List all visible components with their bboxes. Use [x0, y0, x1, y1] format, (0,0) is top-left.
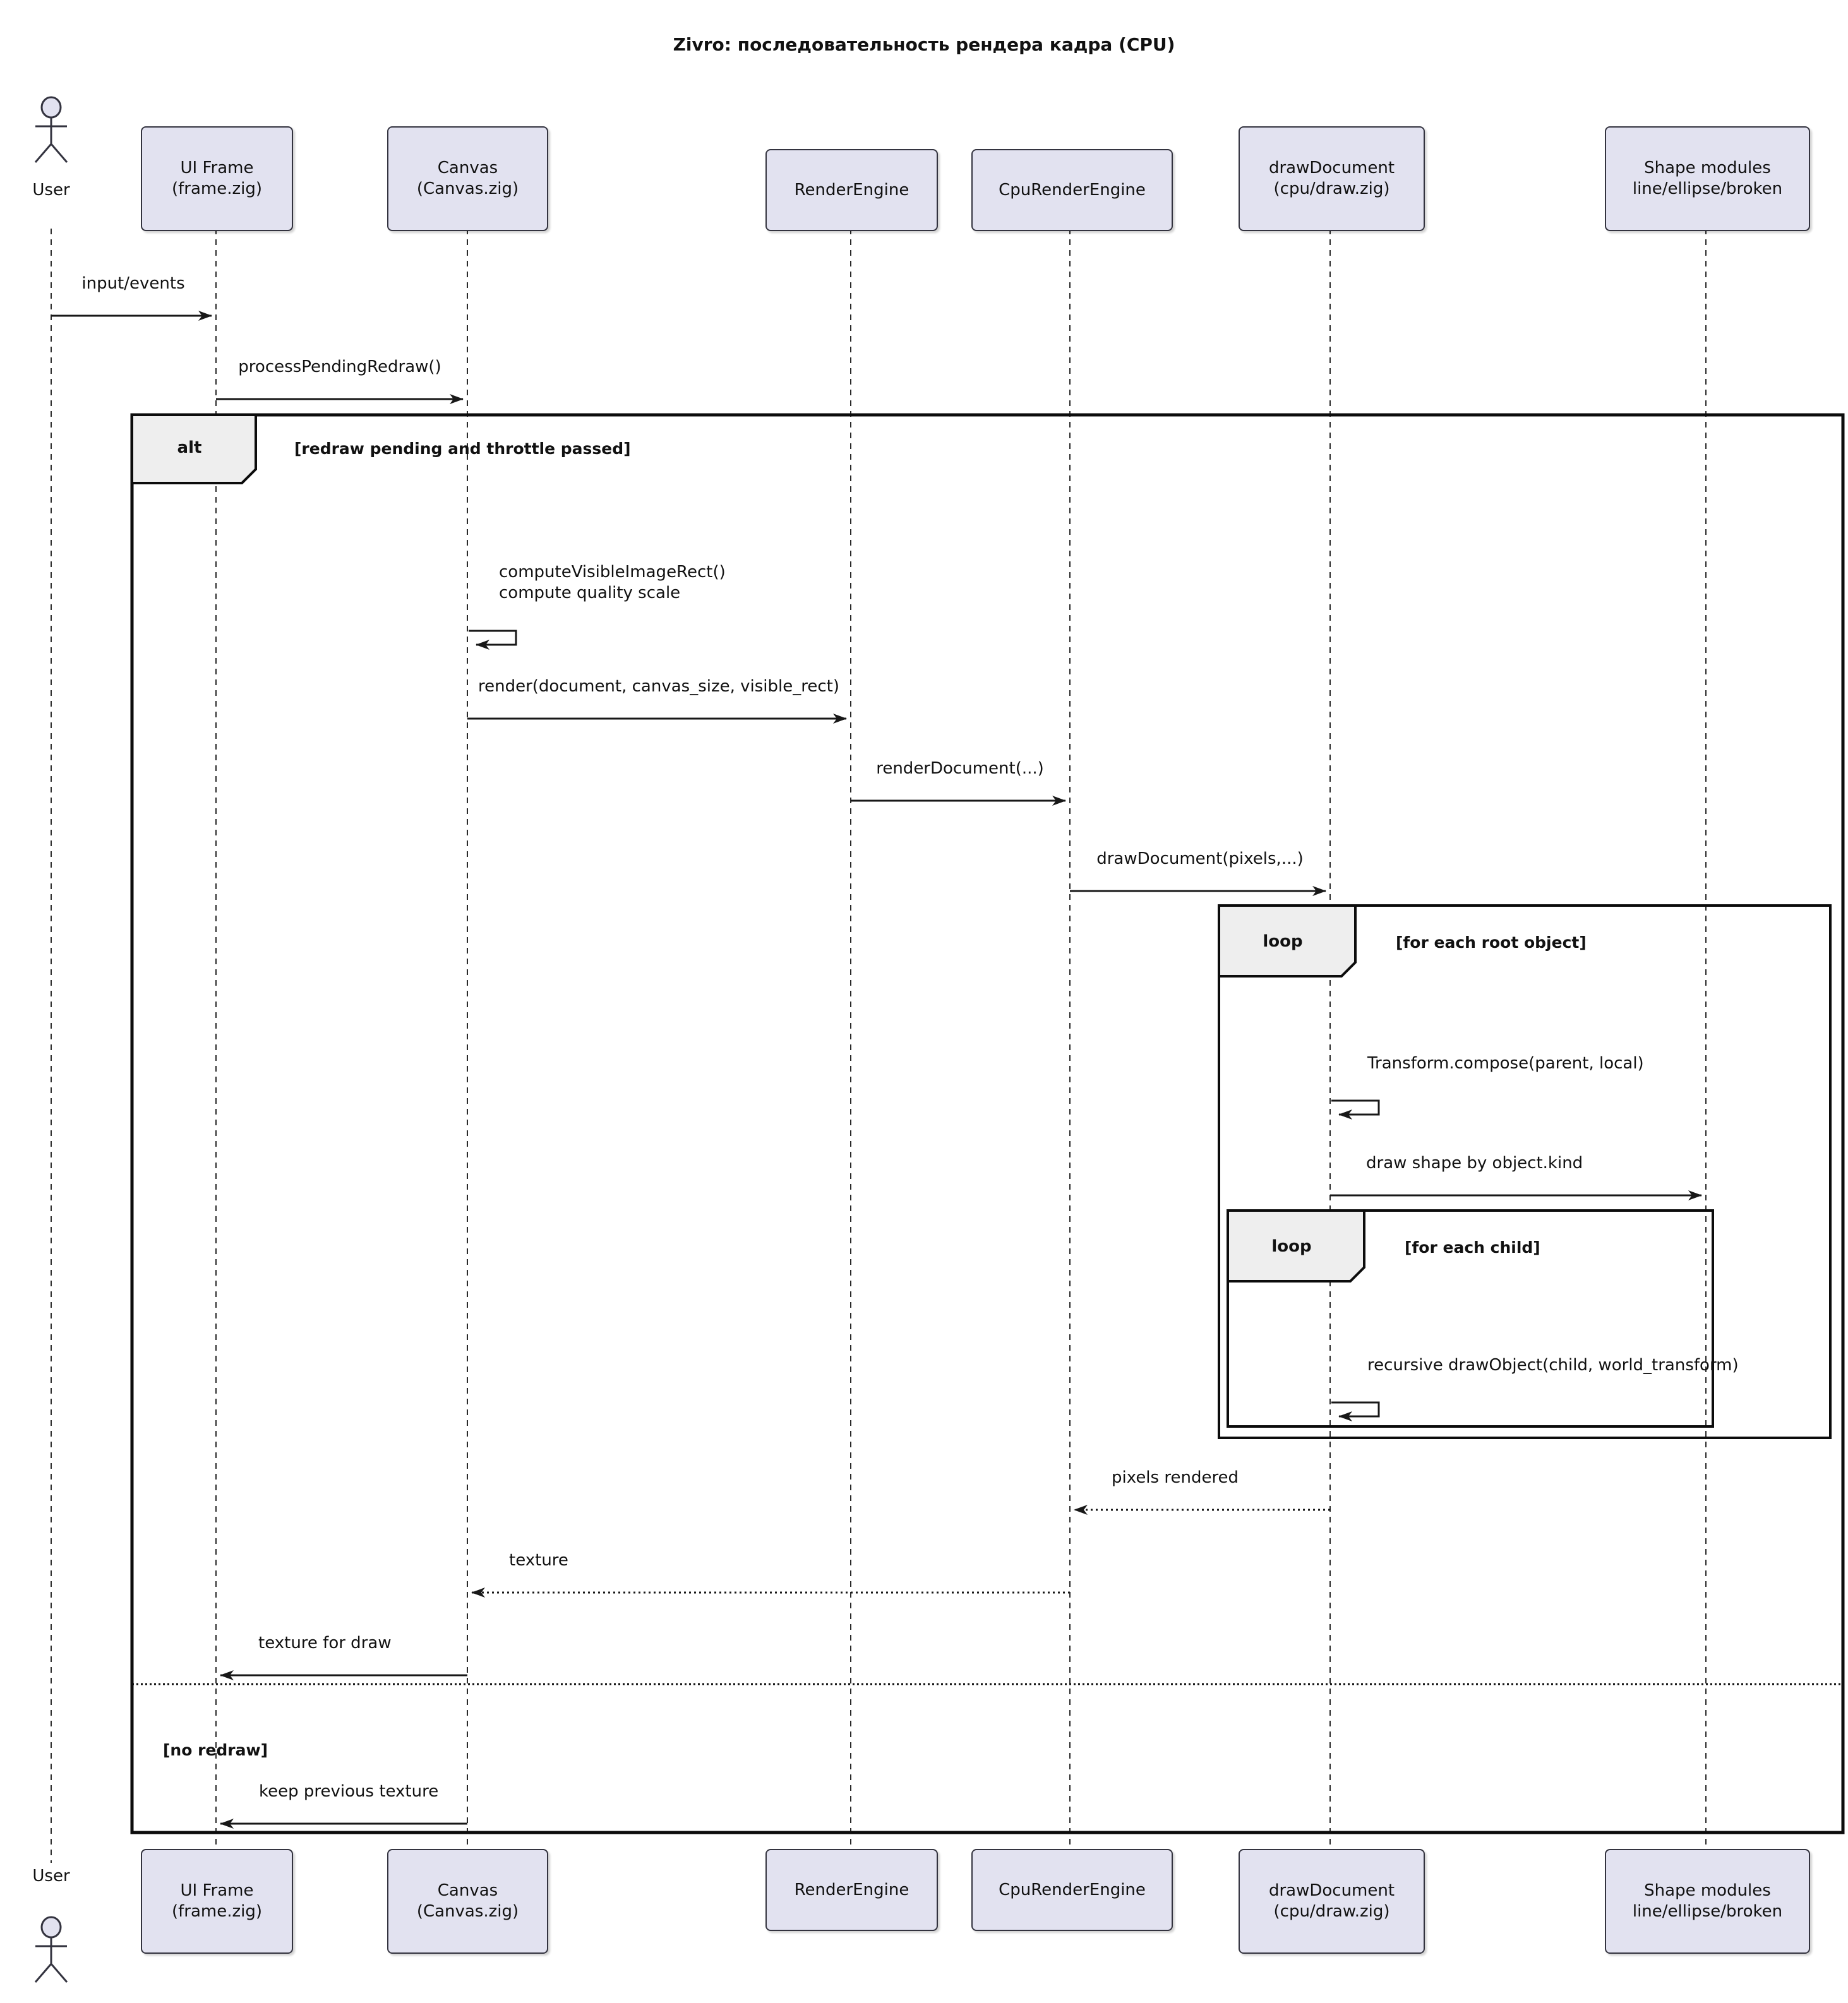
message-pixels-rendered: pixels rendered — [1112, 1468, 1239, 1487]
actor-figure-top — [34, 96, 68, 163]
lifelines — [51, 229, 1707, 1863]
message-compute-visible-rect: computeVisibleImageRect() compute qualit… — [499, 563, 726, 602]
participant-cpu-render-engine-bottom: CpuRenderEngine — [971, 1849, 1173, 1931]
alt-frame — [130, 413, 1845, 1834]
loop-root-frame — [1218, 904, 1832, 1439]
alt-guard: [redraw pending and throttle passed] — [294, 439, 631, 458]
participant-canvas-top: Canvas (Canvas.zig) — [387, 126, 548, 231]
participant-ui-frame-bottom: UI Frame (frame.zig) — [141, 1849, 293, 1954]
actor-label-bottom: User — [32, 1867, 70, 1886]
loop-root-keyword: loop — [1263, 932, 1303, 951]
message-transform-compose: Transform.compose(parent, local) — [1367, 1054, 1644, 1073]
loop-child-label-pentagon — [1227, 1209, 1365, 1283]
participant-draw-document-bottom: drawDocument (cpu/draw.zig) — [1239, 1849, 1425, 1954]
actor-figure-bottom — [34, 1916, 68, 1983]
participant-render-engine-bottom: RenderEngine — [765, 1849, 938, 1931]
message-keep-previous-texture: keep previous texture — [259, 1782, 439, 1801]
alt-keyword: alt — [177, 438, 202, 457]
actor-head — [40, 96, 62, 119]
participant-ui-frame-top: UI Frame (frame.zig) — [141, 126, 293, 231]
actor-head — [40, 1916, 62, 1939]
message-render-document: renderDocument(...) — [876, 759, 1044, 778]
alt-else-guard: [no redraw] — [163, 1741, 268, 1759]
loop-child-guard: [for each child] — [1405, 1238, 1540, 1257]
loop-root-guard: [for each root object] — [1396, 933, 1587, 952]
diagram-title: Zivro: последовательность рендера кадра … — [673, 34, 1175, 55]
alt-label-pentagon — [131, 414, 257, 484]
actor-label-top: User — [32, 181, 70, 200]
message-draw-shape: draw shape by object.kind — [1366, 1154, 1583, 1173]
arrow-compute-visible-self — [469, 630, 517, 650]
message-process-pending-redraw: processPendingRedraw() — [238, 357, 441, 376]
arrow-transform-compose-self — [1331, 1099, 1380, 1120]
message-recursive-draw: recursive drawObject(child, world_transf… — [1367, 1356, 1739, 1375]
message-texture-for-draw: texture for draw — [258, 1634, 392, 1653]
participant-canvas-bottom: Canvas (Canvas.zig) — [387, 1849, 548, 1954]
loop-child-keyword: loop — [1271, 1237, 1312, 1256]
participant-cpu-render-engine-top: CpuRenderEngine — [971, 149, 1173, 231]
message-input-events: input/events — [81, 274, 185, 293]
participant-draw-document-top: drawDocument (cpu/draw.zig) — [1239, 126, 1425, 231]
message-texture: texture — [509, 1551, 568, 1570]
message-render-call: render(document, canvas_size, visible_re… — [478, 677, 839, 696]
message-draw-document: drawDocument(pixels,...) — [1096, 849, 1304, 868]
loop-root-label-pentagon — [1218, 904, 1357, 978]
participant-render-engine-top: RenderEngine — [765, 149, 938, 231]
arrow-recursive-draw-self — [1331, 1401, 1380, 1421]
participant-shape-modules-top: Shape modules line/ellipse/broken — [1605, 126, 1810, 231]
participant-shape-modules-bottom: Shape modules line/ellipse/broken — [1605, 1849, 1810, 1954]
loop-child-frame — [1227, 1209, 1714, 1428]
